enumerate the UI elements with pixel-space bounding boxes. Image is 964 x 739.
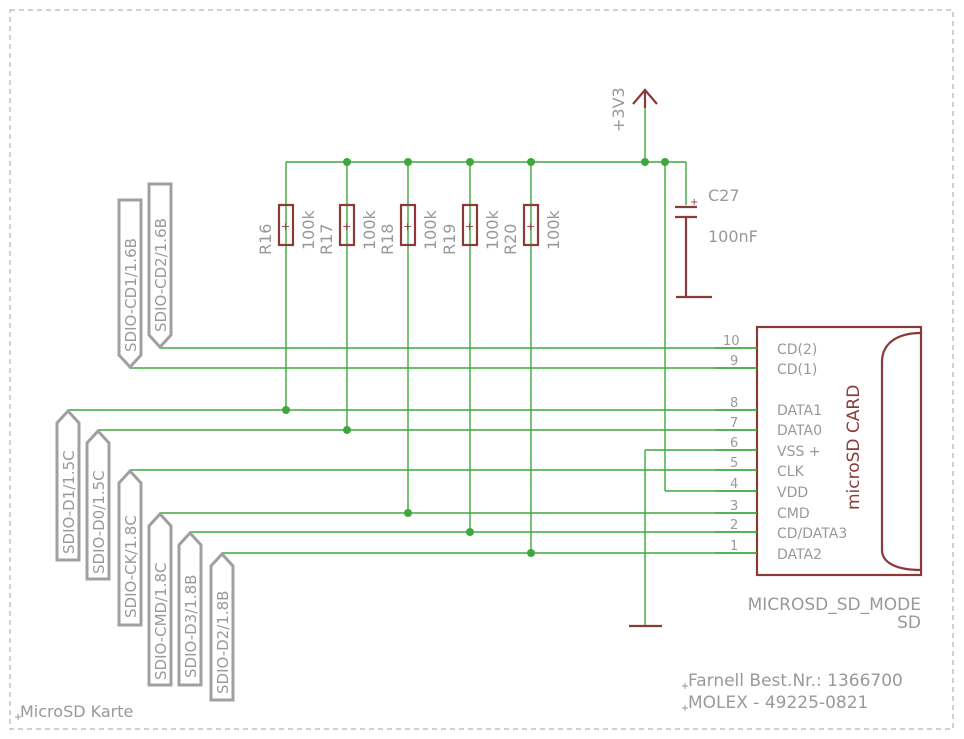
resistor-value: 100k xyxy=(360,209,379,250)
net-label: SDIO-D3/1.8B xyxy=(182,575,200,678)
resistor-name: R20 xyxy=(501,224,520,255)
resistor-name: R17 xyxy=(317,224,336,255)
net-tag-sdio-cd2: SDIO-CD2/1.6B xyxy=(147,182,173,350)
pin-label: CMD xyxy=(777,506,810,522)
pin-number: 5 xyxy=(730,456,738,471)
pin-number: 4 xyxy=(730,477,738,492)
pin-label: CD/DATA3 xyxy=(777,526,847,542)
net-label: SDIO-D1/1.5C xyxy=(60,450,78,554)
pin-number: 6 xyxy=(730,436,738,451)
pin-number: 1 xyxy=(730,539,738,554)
net-label: SDIO-CMD/1.8C xyxy=(152,563,170,680)
connector-name: MICROSD_SD_MODE xyxy=(748,595,921,615)
net-tag-sdio-d0: SDIO-D0/1.5C xyxy=(85,428,111,581)
pin-label: VDD xyxy=(777,485,808,501)
part-number: MOLEX - 49225-0821 xyxy=(688,693,868,713)
net-tag-sdio-d1: SDIO-D1/1.5C xyxy=(55,408,81,562)
resistor-r20: + R20 100k xyxy=(501,203,563,255)
net-tag-sdio-cmd: SDIO-CMD/1.8C xyxy=(147,511,173,687)
wires xyxy=(68,108,757,626)
net-label: SDIO-D2/1.8B xyxy=(214,591,232,694)
svg-text:+: + xyxy=(403,220,412,233)
notes: Farnell Best.Nr.: 1366700 MOLEX - 49225-… xyxy=(15,671,903,721)
resistor-value: 100k xyxy=(483,209,502,250)
resistor-value: 100k xyxy=(421,209,440,250)
pin-number: 10 xyxy=(723,334,740,349)
pin-label: CD(2) xyxy=(777,342,817,358)
svg-text:+: + xyxy=(342,220,351,233)
order-number: Farnell Best.Nr.: 1366700 xyxy=(688,671,903,691)
net-tag-sdio-d3: SDIO-D3/1.8B xyxy=(177,530,203,687)
pin-number: 2 xyxy=(730,518,738,533)
svg-text:+: + xyxy=(465,220,474,233)
pin-label: DATA2 xyxy=(777,547,822,563)
resistor-r18: + R18 100k xyxy=(378,203,440,255)
pin-number: 8 xyxy=(730,396,738,411)
resistor-name: R18 xyxy=(378,224,397,255)
microsd-connector: microSD CARD 10 9 8 7 6 5 4 3 2 1 CD(2) … xyxy=(715,325,923,633)
connector-title: microSD CARD xyxy=(844,385,864,510)
pin-number: 7 xyxy=(730,416,738,431)
capacitor-name: C27 xyxy=(708,186,740,205)
resistor-value: 100k xyxy=(544,209,563,250)
connector-value: SD xyxy=(897,613,921,633)
net-label: SDIO-D0/1.5C xyxy=(90,470,108,574)
pin-label: VSS + xyxy=(777,444,821,460)
pin-label: CD(1) xyxy=(777,362,817,378)
resistor-r16: + R16 100k xyxy=(256,203,318,255)
pin-label: DATA1 xyxy=(777,403,822,419)
resistor-r17: + R17 100k xyxy=(317,203,379,255)
net-tag-sdio-d2: SDIO-D2/1.8B xyxy=(209,551,235,702)
capacitor-value: 100nF xyxy=(708,227,758,246)
svg-text:+: + xyxy=(281,220,290,233)
junctions xyxy=(282,158,669,557)
pin-label: CLK xyxy=(777,464,805,480)
pin-number: 3 xyxy=(730,499,738,514)
net-label: SDIO-CD2/1.6B xyxy=(152,218,170,332)
pin-label: DATA0 xyxy=(777,423,822,439)
pin-number: 9 xyxy=(730,354,738,369)
net-tag-sdio-ck: SDIO-CK/1.8C xyxy=(117,468,143,627)
net-label: SDIO-CK/1.8C xyxy=(122,515,140,618)
supply-3v3-symbol: +3V3 xyxy=(609,87,658,132)
sheet-title: MicroSD Karte xyxy=(20,702,133,721)
svg-text:+: + xyxy=(526,220,535,233)
svg-text:+: + xyxy=(690,197,698,208)
net-label: SDIO-CD1/1.6B xyxy=(122,238,140,352)
net-tag-sdio-cd1: SDIO-CD1/1.6B xyxy=(117,198,143,370)
resistor-r19: + R19 100k xyxy=(440,203,502,255)
resistor-name: R19 xyxy=(440,224,459,255)
resistor-name: R16 xyxy=(256,224,275,255)
supply-label: +3V3 xyxy=(609,87,628,132)
sheet-frame xyxy=(9,9,954,730)
capacitor-c27: + C27 100nF xyxy=(675,186,758,299)
resistor-value: 100k xyxy=(299,209,318,250)
